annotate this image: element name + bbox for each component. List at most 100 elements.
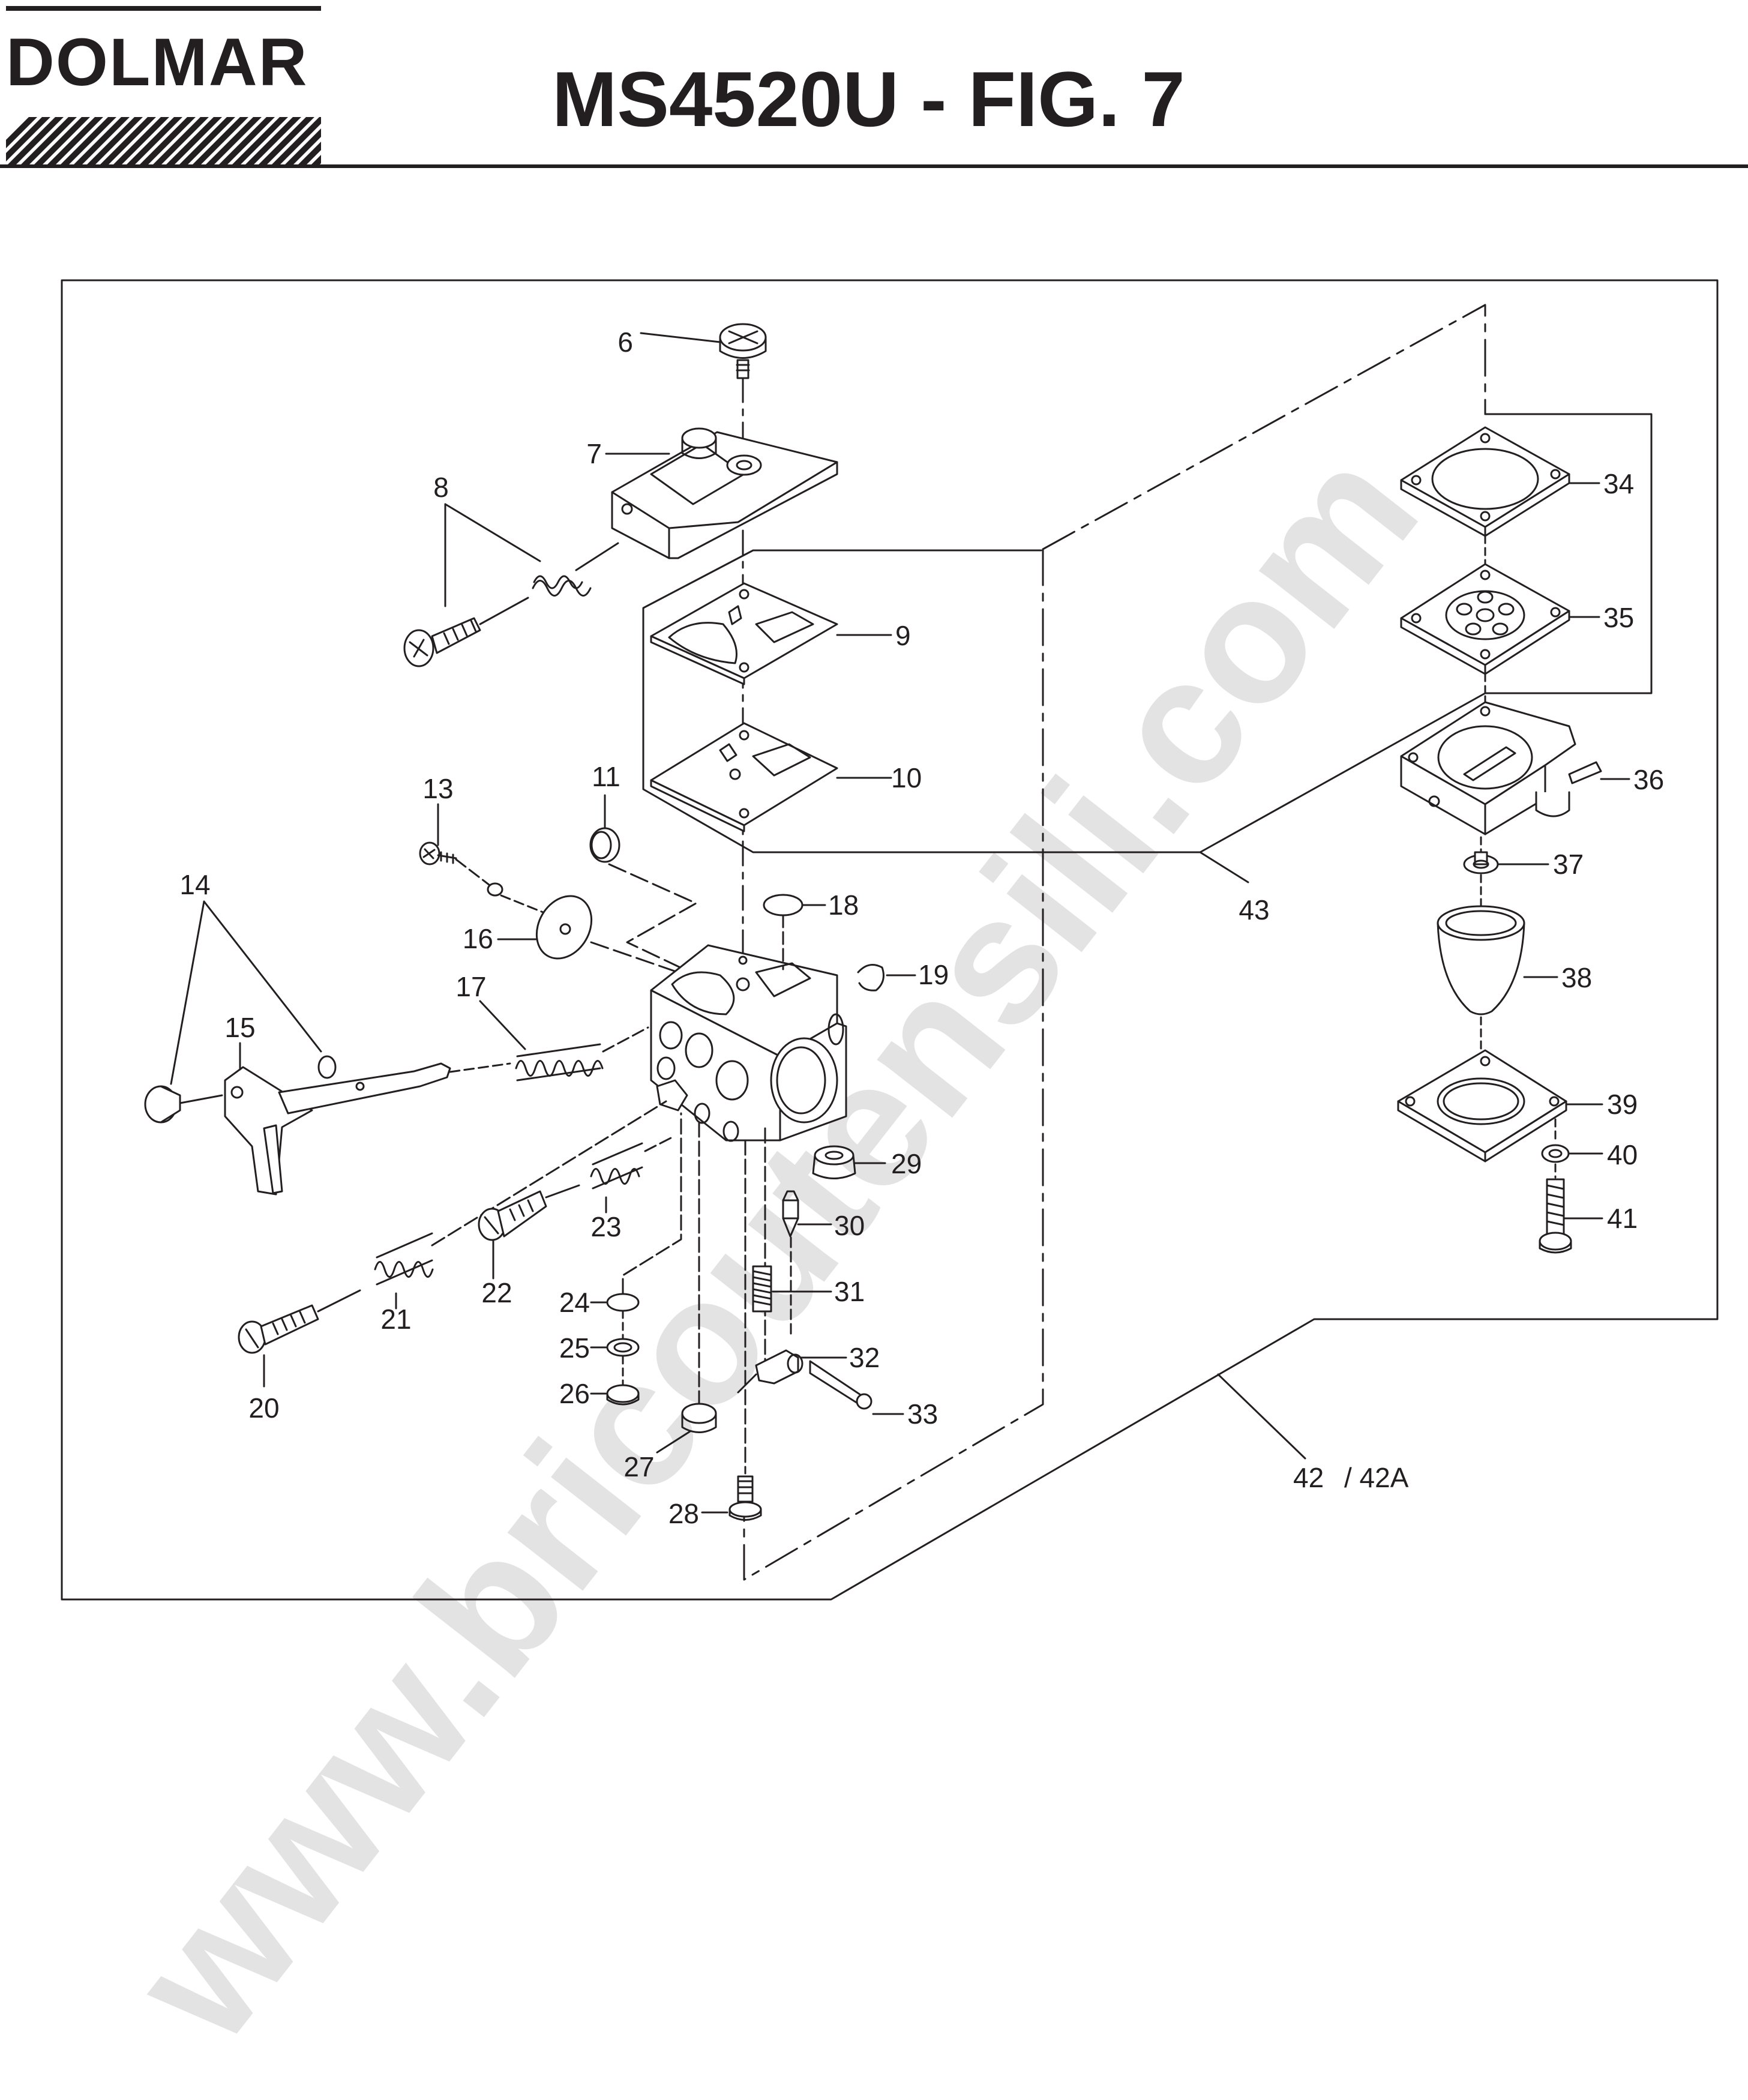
leader-6 <box>640 332 721 343</box>
label-33: 33 <box>907 1398 938 1430</box>
leader-17 <box>479 1000 526 1050</box>
label-42a: / 42A <box>1344 1462 1409 1493</box>
screw-part-20 <box>238 1289 361 1354</box>
clip-part-19 <box>857 964 885 991</box>
leader-42 <box>1217 1373 1306 1460</box>
label-35: 35 <box>1603 602 1634 633</box>
label-34: 34 <box>1603 468 1634 499</box>
valve-part-37 <box>1463 851 1499 874</box>
lever-bracket-part-7 <box>611 427 838 559</box>
label-39: 39 <box>1607 1089 1638 1120</box>
label-30: 30 <box>834 1210 865 1241</box>
page-title: MS4520U - FIG. 7 <box>552 55 1185 143</box>
washer-part-24 <box>606 1293 640 1312</box>
label-15: 15 <box>224 1012 255 1043</box>
logo-stripe <box>19 117 77 166</box>
label-7: 7 <box>586 438 602 469</box>
dolmar-logo: DOLMAR <box>6 6 324 168</box>
spring-part-31 <box>752 1265 772 1313</box>
label-11: 11 <box>592 761 620 792</box>
logo-stripe <box>72 117 130 166</box>
label-22: 22 <box>481 1277 512 1308</box>
screw-part-22 <box>478 1184 580 1241</box>
butterfly-valve-part-16 <box>535 895 593 960</box>
label-24: 24 <box>559 1287 590 1318</box>
label-19: 19 <box>918 959 949 990</box>
logo-stripe <box>204 117 262 166</box>
logo-wordmark: DOLMAR <box>6 25 308 100</box>
label-28: 28 <box>668 1498 699 1529</box>
logo-stripe <box>283 128 321 166</box>
title-divider <box>0 164 1748 168</box>
washer-part-13 <box>487 882 503 897</box>
carburetor-body <box>650 944 847 1142</box>
label-6: 6 <box>617 326 633 358</box>
label-26: 26 <box>559 1378 590 1409</box>
leader-14a <box>170 900 205 1085</box>
label-29: 29 <box>891 1148 922 1179</box>
label-21: 21 <box>380 1304 411 1335</box>
logo-stripe <box>98 117 156 166</box>
label-40: 40 <box>1607 1139 1638 1170</box>
label-37: 37 <box>1553 849 1584 880</box>
diaphragm-part-10 <box>650 722 838 832</box>
lever-part-15 <box>144 1055 511 1196</box>
page-header: DOLMAR MS4520U - FIG. 7 <box>0 0 1748 174</box>
spring-part-21 <box>374 1232 434 1286</box>
logo-stripe <box>6 117 50 161</box>
logo-stripe <box>191 117 248 166</box>
leader-14b <box>203 900 322 1053</box>
washer-part-40 <box>1541 1144 1570 1163</box>
seal-part-29 <box>812 1145 856 1179</box>
label-25: 25 <box>559 1332 590 1364</box>
screw-part-41 <box>1539 1178 1572 1254</box>
spring-part-23 <box>590 1142 643 1190</box>
screw-part-28 <box>728 1475 762 1521</box>
logo-stripe <box>270 117 321 166</box>
label-41: 41 <box>1607 1203 1638 1234</box>
washer-part-26 <box>606 1384 640 1403</box>
label-27: 27 <box>623 1451 654 1482</box>
leader-43 <box>1199 851 1249 883</box>
axis-24 <box>622 1112 682 1295</box>
logo-stripe <box>151 117 209 166</box>
label-17: 17 <box>455 971 486 1002</box>
leader-8a <box>444 503 541 562</box>
logo-stripe <box>257 117 314 166</box>
label-20: 20 <box>248 1392 279 1424</box>
bracket-34-35 <box>1484 413 1653 694</box>
label-10: 10 <box>891 762 922 793</box>
washer-part-25 <box>606 1338 640 1357</box>
logo-stripes-icon <box>6 117 321 166</box>
spring-part-17 <box>515 1043 604 1082</box>
logo-stripe <box>138 117 196 166</box>
logo-stripe <box>178 117 235 166</box>
assembly-frame-42 <box>61 279 1719 1601</box>
label-13: 13 <box>422 773 453 804</box>
pump-cover-part-36 <box>1400 701 1602 835</box>
gasket-part-9 <box>650 582 838 685</box>
logo-stripe <box>6 117 64 166</box>
logo-stripe <box>310 155 321 166</box>
primer-bulb-part-38 <box>1437 905 1525 1015</box>
label-8: 8 <box>433 472 449 503</box>
logo-stripe <box>6 117 37 148</box>
logo-stripe <box>85 117 143 166</box>
logo-stripe <box>59 117 116 166</box>
logo-stripe <box>230 117 288 166</box>
lever-part-32 <box>737 1349 803 1394</box>
label-32: 32 <box>849 1342 880 1373</box>
label-42: 42 <box>1293 1462 1324 1493</box>
logo-stripe <box>296 142 321 166</box>
axis-11 <box>608 863 697 970</box>
logo-stripe <box>112 117 169 166</box>
label-31: 31 <box>834 1276 865 1307</box>
label-36: 36 <box>1633 764 1664 795</box>
diaphragm-part-35 <box>1400 563 1570 675</box>
label-16: 16 <box>463 923 493 954</box>
screw-part-8 <box>403 597 529 667</box>
label-23: 23 <box>590 1211 621 1242</box>
label-43: 43 <box>1239 894 1269 925</box>
logo-stripe <box>125 117 182 166</box>
